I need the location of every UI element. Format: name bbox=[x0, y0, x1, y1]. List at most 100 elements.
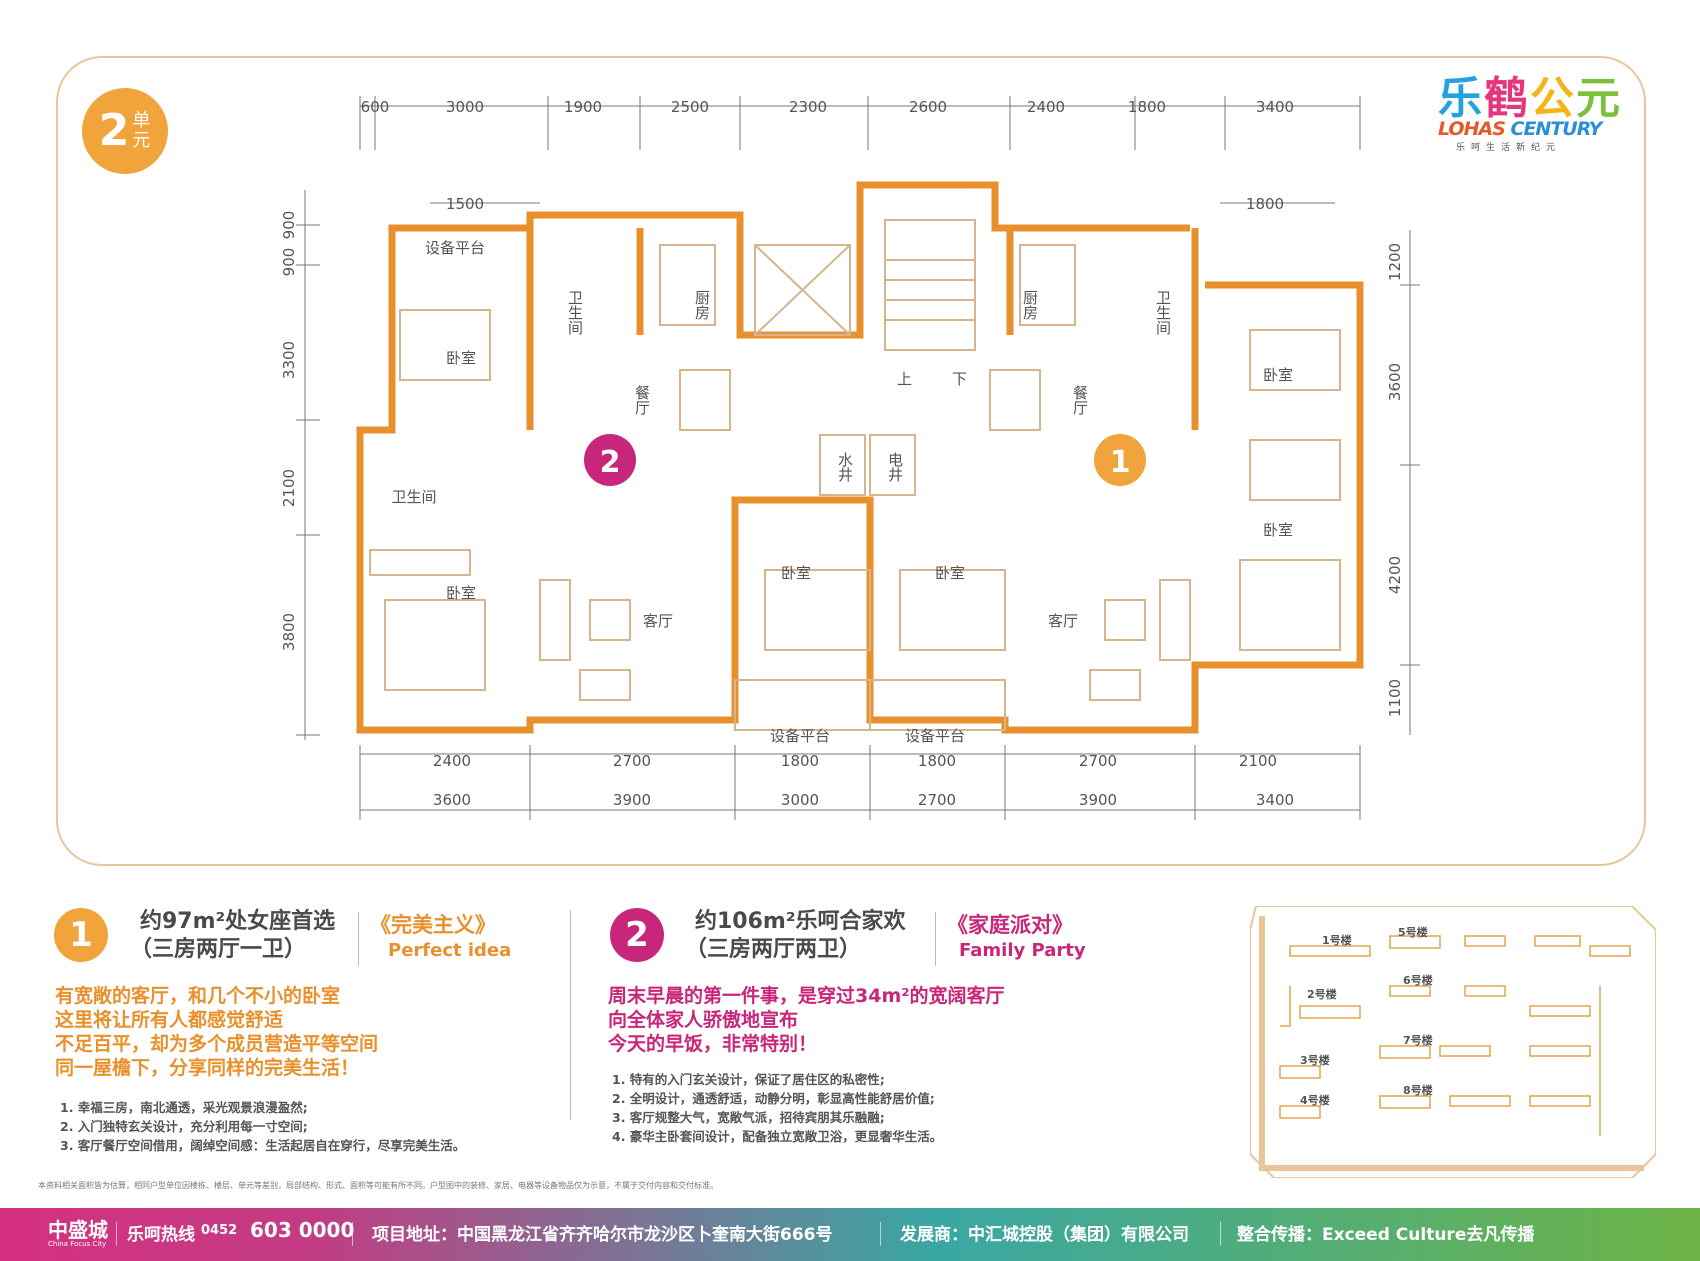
dim: 1800 bbox=[781, 752, 819, 770]
type2-slogan-en: Family Party bbox=[959, 940, 1086, 961]
type1-headline: 约97m²处女座首选 bbox=[140, 909, 336, 934]
type2-point: 4. 豪华主卧套间设计，配备独立宽敞卫浴，更显奢华生活。 bbox=[612, 1129, 943, 1144]
type1-line: 这里将让所有人都感觉舒适 bbox=[55, 1009, 284, 1031]
dim: 2100 bbox=[1239, 752, 1277, 770]
building-label: 5号楼 bbox=[1398, 925, 1428, 939]
dim: 2600 bbox=[909, 98, 947, 116]
dim: 3400 bbox=[1256, 98, 1294, 116]
logo-char: 乐 bbox=[1438, 73, 1484, 124]
building-label: 7号楼 bbox=[1403, 1033, 1433, 1047]
logo-tagline: 乐呵生活新纪元 bbox=[1456, 143, 1562, 153]
type2-point: 2. 全明设计，通透舒适，动静分明，彰显高性能舒居价值; bbox=[612, 1091, 935, 1106]
room-dining: 餐厅 bbox=[633, 385, 651, 415]
room-bedroom-3: 卧室 bbox=[781, 564, 811, 582]
dim: 3400 bbox=[1256, 791, 1294, 809]
unit-badge: 2 单元 bbox=[82, 88, 168, 174]
type2-slogan: 《家庭派对》 Family Party bbox=[947, 912, 1086, 964]
disclaimer: 本资料相关面积皆为估算，相同户型单位因楼栋、楼层、单元等差别，局部结构、形式、面… bbox=[38, 1181, 718, 1190]
room-bathroom-3: 卫生间 bbox=[1154, 290, 1172, 336]
type1-points: 1. 幸福三房，南北通透，采光观景浪漫盈然; 2. 入门独特玄关设计，充分利用每… bbox=[60, 1098, 465, 1155]
dimension-lines bbox=[296, 96, 1420, 820]
room-bedroom-2: 卧室 bbox=[446, 584, 476, 602]
stair-down-label: 下 bbox=[952, 370, 967, 388]
dim: 3600 bbox=[433, 791, 471, 809]
divider bbox=[1220, 1222, 1221, 1246]
dim: 1100 bbox=[1386, 679, 1404, 717]
unit-marker-1-label: 1 bbox=[1110, 445, 1131, 480]
dim: 1800 bbox=[1128, 98, 1166, 116]
type1-slogan-en: Perfect idea bbox=[388, 940, 512, 961]
footer-hotline-label: 乐呵热线 bbox=[127, 1225, 195, 1245]
dim: 600 bbox=[361, 98, 390, 116]
building-label: 4号楼 bbox=[1300, 1093, 1330, 1107]
dim: 3900 bbox=[1079, 791, 1117, 809]
type1-point: 1. 幸福三房，南北通透，采光观景浪漫盈然; bbox=[60, 1100, 308, 1115]
type1-line: 有宽敞的客厅，和几个不小的卧室 bbox=[55, 985, 341, 1007]
type2-subhead: （三房两厅两卫） bbox=[685, 937, 862, 962]
dimension-labels: 600 3000 1900 2500 2300 2600 2400 1800 3… bbox=[280, 98, 1404, 809]
building-label: 6号楼 bbox=[1403, 973, 1433, 987]
type2-headline: 约106m²乐呵合家欢 bbox=[695, 909, 906, 934]
dim: 1900 bbox=[564, 98, 602, 116]
logo-cn: 乐鹤公元 bbox=[1438, 73, 1620, 124]
type1-point: 3. 客厅餐厅空间借用，阔绰空间感：生活起居自在穿行，尽享完美生活。 bbox=[60, 1138, 466, 1153]
logo-char: 公 bbox=[1530, 73, 1576, 124]
type2-line: 周末早晨的第一件事，是穿过34m²的宽阔客厅 bbox=[608, 985, 1005, 1007]
dim: 3000 bbox=[781, 791, 819, 809]
dim: 2500 bbox=[671, 98, 709, 116]
footer-developer: 发展商：中汇城控股（集团）有限公司 bbox=[900, 1225, 1189, 1245]
type2-line: 向全体家人骄傲地宣布 bbox=[608, 1009, 799, 1031]
type2-badge: 2 bbox=[610, 908, 664, 962]
divider bbox=[116, 1222, 117, 1246]
room-dining-2: 餐厅 bbox=[1071, 385, 1089, 415]
floor-plan: 2 1 设备平台 卫生间 厨房 卧室 餐厅 卫生间 卧室 客厅 卧室 设备平台 … bbox=[280, 96, 1420, 820]
room-bedroom-4: 卧室 bbox=[935, 564, 965, 582]
footer-hotline-code: 0452 bbox=[201, 1223, 238, 1238]
room-bathroom-2: 卫生间 bbox=[391, 488, 436, 506]
logo-en-part: CENTURY bbox=[1510, 118, 1603, 140]
type2-paragraph: 周末早晨的第一件事，是穿过34m²的宽阔客厅 向全体家人骄傲地宣布 今天的早饭，… bbox=[608, 984, 1005, 1056]
type1-slogan: 《完美主义》 Perfect idea bbox=[370, 912, 511, 964]
logo-char: 鹤 bbox=[1484, 73, 1530, 124]
brand-logo: 乐鹤公元 LOHAS CENTURY 乐呵生活新纪元 bbox=[1438, 73, 1620, 166]
dim: 1200 bbox=[1386, 243, 1404, 281]
room-equip-platform: 设备平台 bbox=[425, 239, 485, 257]
dim: 2400 bbox=[1027, 98, 1065, 116]
type2-slogan-cn: 《家庭派对》 bbox=[947, 913, 1073, 937]
unit-marker-1 bbox=[1094, 434, 1146, 486]
logo-en: LOHAS CENTURY bbox=[1438, 118, 1618, 140]
logo-en-part: LOHAS bbox=[1438, 118, 1511, 140]
room-equip-platform-2: 设备平台 bbox=[770, 727, 830, 745]
unit-marker-2-label: 2 bbox=[600, 445, 621, 480]
unit-label: 单元 bbox=[132, 110, 151, 151]
stair-up-label: 上 bbox=[897, 370, 912, 388]
room-living-2: 客厅 bbox=[1048, 612, 1078, 630]
type1-badge: 1 bbox=[54, 908, 108, 962]
logo-char: 元 bbox=[1576, 73, 1622, 124]
footer-hotline-number: 603 0000 bbox=[250, 1218, 355, 1242]
type1-point: 2. 入门独特玄关设计，充分利用每一寸空间; bbox=[60, 1119, 308, 1134]
type1-line: 同一屋檐下，分享同样的完美生活！ bbox=[55, 1057, 360, 1079]
room-kitchen: 厨房 bbox=[693, 290, 711, 320]
building-label: 1号楼 bbox=[1322, 933, 1352, 947]
room-equip-platform-3: 设备平台 bbox=[905, 727, 965, 745]
dim: 4200 bbox=[1386, 556, 1404, 594]
dim: 3000 bbox=[446, 98, 484, 116]
footer-marketing: 整合传播：Exceed Culture去凡传播 bbox=[1237, 1225, 1535, 1245]
room-kitchen-2: 厨房 bbox=[1021, 290, 1039, 320]
room-bedroom-6: 卧室 bbox=[1263, 521, 1293, 539]
type1-slogan-cn: 《完美主义》 bbox=[370, 913, 496, 937]
dim: 2100 bbox=[280, 469, 298, 507]
room-bedroom-5: 卧室 bbox=[1263, 366, 1293, 384]
footer-address: 项目地址：中国黑龙江省齐齐哈尔市龙沙区卜奎南大街666号 bbox=[372, 1225, 833, 1245]
dim: 3800 bbox=[280, 613, 298, 651]
room-living: 客厅 bbox=[643, 612, 673, 630]
unit-marker-2 bbox=[584, 434, 636, 486]
type2-points: 1. 特有的入门玄关设计，保证了居住区的私密性; 2. 全明设计，通透舒适，动静… bbox=[612, 1070, 942, 1146]
divider bbox=[880, 1222, 881, 1246]
footer-brand-en: China Focus City bbox=[48, 1240, 107, 1248]
footer-bar: 中盛城 China Focus City 乐呵热线 0452 603 0000 … bbox=[0, 1208, 1700, 1261]
dim: 2400 bbox=[433, 752, 471, 770]
building-label: 2号楼 bbox=[1307, 987, 1337, 1001]
dim: 2300 bbox=[789, 98, 827, 116]
